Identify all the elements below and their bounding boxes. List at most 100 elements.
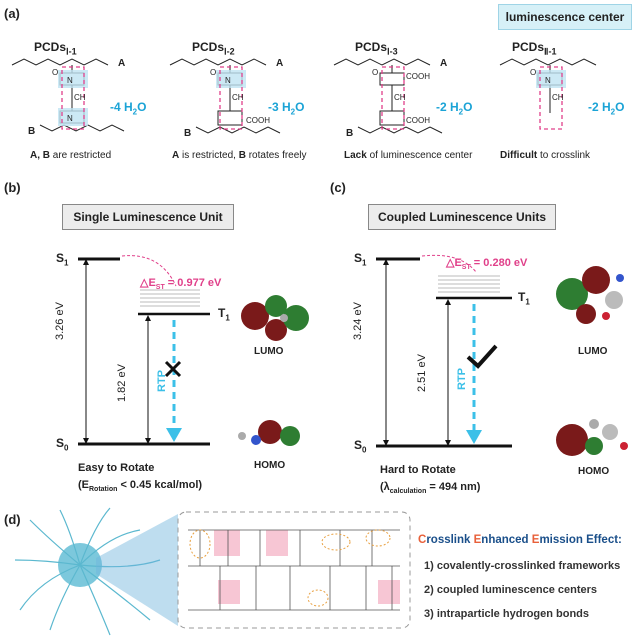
end-a-1: A [118,58,126,69]
panel-c-label: (c) [330,180,346,195]
carbon-dot-particle [14,507,161,636]
end-b-1: B [28,126,36,137]
atom-ch2-4: CH [552,93,564,102]
alkyl-chain-top-2 [169,58,267,66]
cee-title: Crosslink Enhanced Emission Effect: [418,534,622,546]
atom-o-4: O [530,68,536,77]
dashed-box-3 [381,66,405,130]
gap-t1-label-b: 1.82 eV [116,364,128,402]
s0-label-b: S0 [56,436,69,453]
effect-item-2: 2) coupled luminescence centers [424,584,598,596]
homo-orbital-b [238,420,300,446]
triplet-manifold-c [438,275,500,293]
highlight-blue-1a [58,70,88,88]
allowed-check-icon [466,344,498,369]
water-loss-1: -4 H2O [110,100,147,117]
rtp-label-c: RTP [456,368,468,390]
coupled-units-title: Coupled Luminescence Units [368,204,556,230]
rotation-value-c: (λcalculation = 494 nm) [380,481,481,496]
panel-a-structures: N N N N CH CH CH CH COOH COOH COOH O O O… [11,58,597,134]
alkyl-chain-bottom-1 [39,124,125,132]
luminescence-center-highlights [214,530,400,604]
rotation-title-c: Hard to Rotate [380,464,456,476]
homo-label-b: HOMO [254,460,286,471]
effect-item-1: 1) covalently-crosslinked frameworks [424,560,621,572]
atom-n-2: N [225,76,231,85]
triplet-manifold-b [140,289,200,307]
rtp-arrowhead-c [466,430,482,444]
end-b-2: B [184,128,192,139]
t1-label-c: T1 [518,290,530,307]
blocked-cross-icon [164,360,182,378]
end-a-3: A [440,58,448,69]
alkyl-chain-top-1 [11,58,109,66]
highlight-blue-1b [58,108,88,126]
t1-label-b: T1 [218,306,230,323]
s1-label-b: S1 [56,251,69,268]
gap-t1-label-c: 2.51 eV [416,354,428,392]
delta-est-b: △EST = 0.977 eV [140,277,222,292]
rtp-arrowhead-b [166,428,182,442]
hydrogen-bond-rings [189,529,391,607]
homo-orbital-c [556,419,628,456]
rotation-title-b: Easy to Rotate [78,462,155,474]
highlight-blue-4 [536,70,566,88]
structure-2-title: PCDsⅠ-2 [192,40,235,57]
zoom-frame [177,511,411,629]
atom-o-2: O [210,68,216,77]
atom-ch2-3: CH [394,93,406,102]
panel-d-label: (d) [4,512,21,527]
panel-d-graphics [14,507,411,636]
dashed-box-2 [219,66,243,130]
water-loss-2: -3 H2O [268,100,305,117]
caption-3: Lack of luminescence center [344,150,473,161]
cooh-3a: COOH [406,72,430,81]
caption-1: A, B are restricted [30,150,112,161]
dashed-box-4 [539,66,563,130]
rtp-label-b: RTP [156,370,168,392]
atom-ch2-2: CH [232,93,244,102]
lumo-label-c: LUMO [578,346,608,357]
atom-n-4: N [545,76,551,85]
lumo-orbital-b [241,295,309,341]
alkyl-chain-top-4 [499,58,597,66]
ester-group-top-3 [379,65,405,86]
single-unit-title: Single Luminescence Unit [62,204,234,230]
atom-o-3: O [372,68,378,77]
atom-o-1: O [52,68,58,77]
caption-4: Difficult to crosslink [500,150,591,161]
isc-arrow-c [421,254,477,273]
structure-4-title: PCDsⅡ-1 [512,40,557,57]
framework-bonds [188,529,400,611]
caption-2: A is restricted, B rotates freely [172,150,307,161]
structure-3-title: PCDsⅠ-3 [355,40,398,57]
structure-1-title: PCDsⅠ-1 [34,40,77,57]
luminescence-center-badge: luminescence center [498,4,632,30]
water-loss-3: -2 H2O [436,100,473,117]
cooh-2: COOH [246,116,270,125]
end-b-3: B [346,128,354,139]
atom-ch2-1: CH [74,93,86,102]
gap-s1-label-c: 3.24 eV [352,302,364,340]
dashed-box-1 [61,66,85,130]
effect-item-3: 3) intraparticle hydrogen bonds [424,608,590,620]
isc-arrow-b [121,255,177,287]
lumo-orbital-c [556,266,624,324]
panel-b-label: (b) [4,180,21,195]
zoom-beam [96,514,178,626]
alkyl-chain-bottom-3 [357,126,443,134]
s1-label-c: S1 [354,251,367,268]
end-a-2: A [276,58,284,69]
homo-label-c: HOMO [578,466,610,477]
cooh-3b: COOH [406,116,430,125]
atom-n-1b: N [67,114,73,123]
atom-n-1a: N [67,76,73,85]
panel-a-label: (a) [4,6,20,21]
water-loss-4: -2 H2O [588,100,625,117]
delta-est-c: △EST = 0.280 eV [446,257,528,272]
gap-s1-label-b: 3.26 eV [54,302,66,340]
s0-label-c: S0 [354,438,367,455]
alkyl-chain-top-3 [333,58,431,66]
